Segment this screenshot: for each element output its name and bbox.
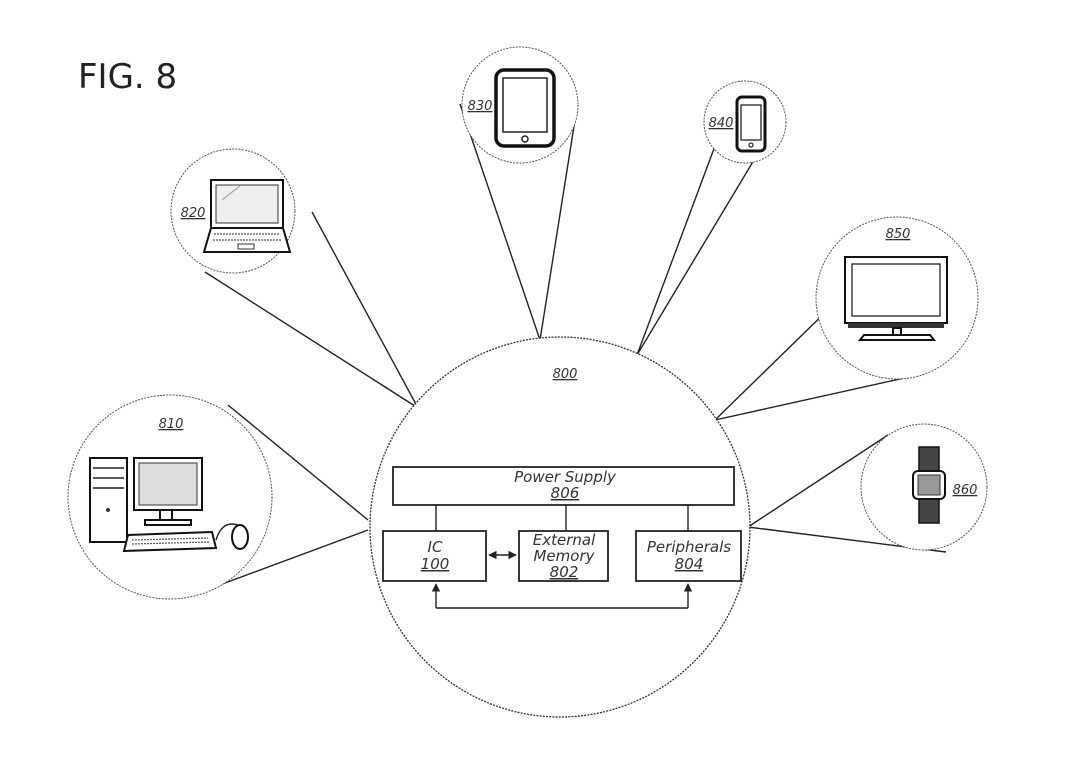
desktop-computer-icon [89,457,249,553]
television-icon [844,256,948,341]
tablet-icon [494,68,556,148]
peripherals-label: Peripherals [647,538,731,556]
device-phone: 840 [703,80,787,164]
ic-ref: 100 [421,555,450,573]
power-supply-label: Power Supply [514,468,617,486]
data-arrows [431,550,693,609]
external-memory-label-line1: External [533,531,596,549]
figure-title: FIG. 8 [78,57,177,97]
tablet-ref: 830 [468,99,493,114]
power-supply-ref: 806 [551,484,580,502]
system-ref: 800 [553,367,578,382]
device-watch: 860 [860,423,988,551]
desktop-ref: 810 [159,417,184,432]
device-tv: 850 [815,216,979,380]
device-tablet: 830 [461,46,579,164]
ic-block: IC 100 [382,530,487,582]
device-laptop: 820 [170,148,296,274]
smartphone-icon [735,95,767,153]
laptop-icon [202,179,292,253]
external-memory-ref: 802 [550,563,579,581]
system-circle [369,336,751,718]
peripherals-block: Peripherals 804 [635,530,742,582]
tv-ref: 850 [886,227,911,242]
smartwatch-icon [912,446,946,524]
phone-ref: 840 [709,116,734,131]
watch-ref: 860 [953,483,978,498]
peripherals-ref: 804 [675,555,704,573]
device-desktop: 810 [67,394,273,600]
power-supply-block: Power Supply 806 [392,466,735,506]
laptop-ref: 820 [181,206,206,221]
external-memory-label-line2: Memory [533,547,595,565]
external-memory-block: External Memory 802 [518,530,609,582]
ic-label: IC [428,538,443,556]
power-connectors [435,505,689,531]
